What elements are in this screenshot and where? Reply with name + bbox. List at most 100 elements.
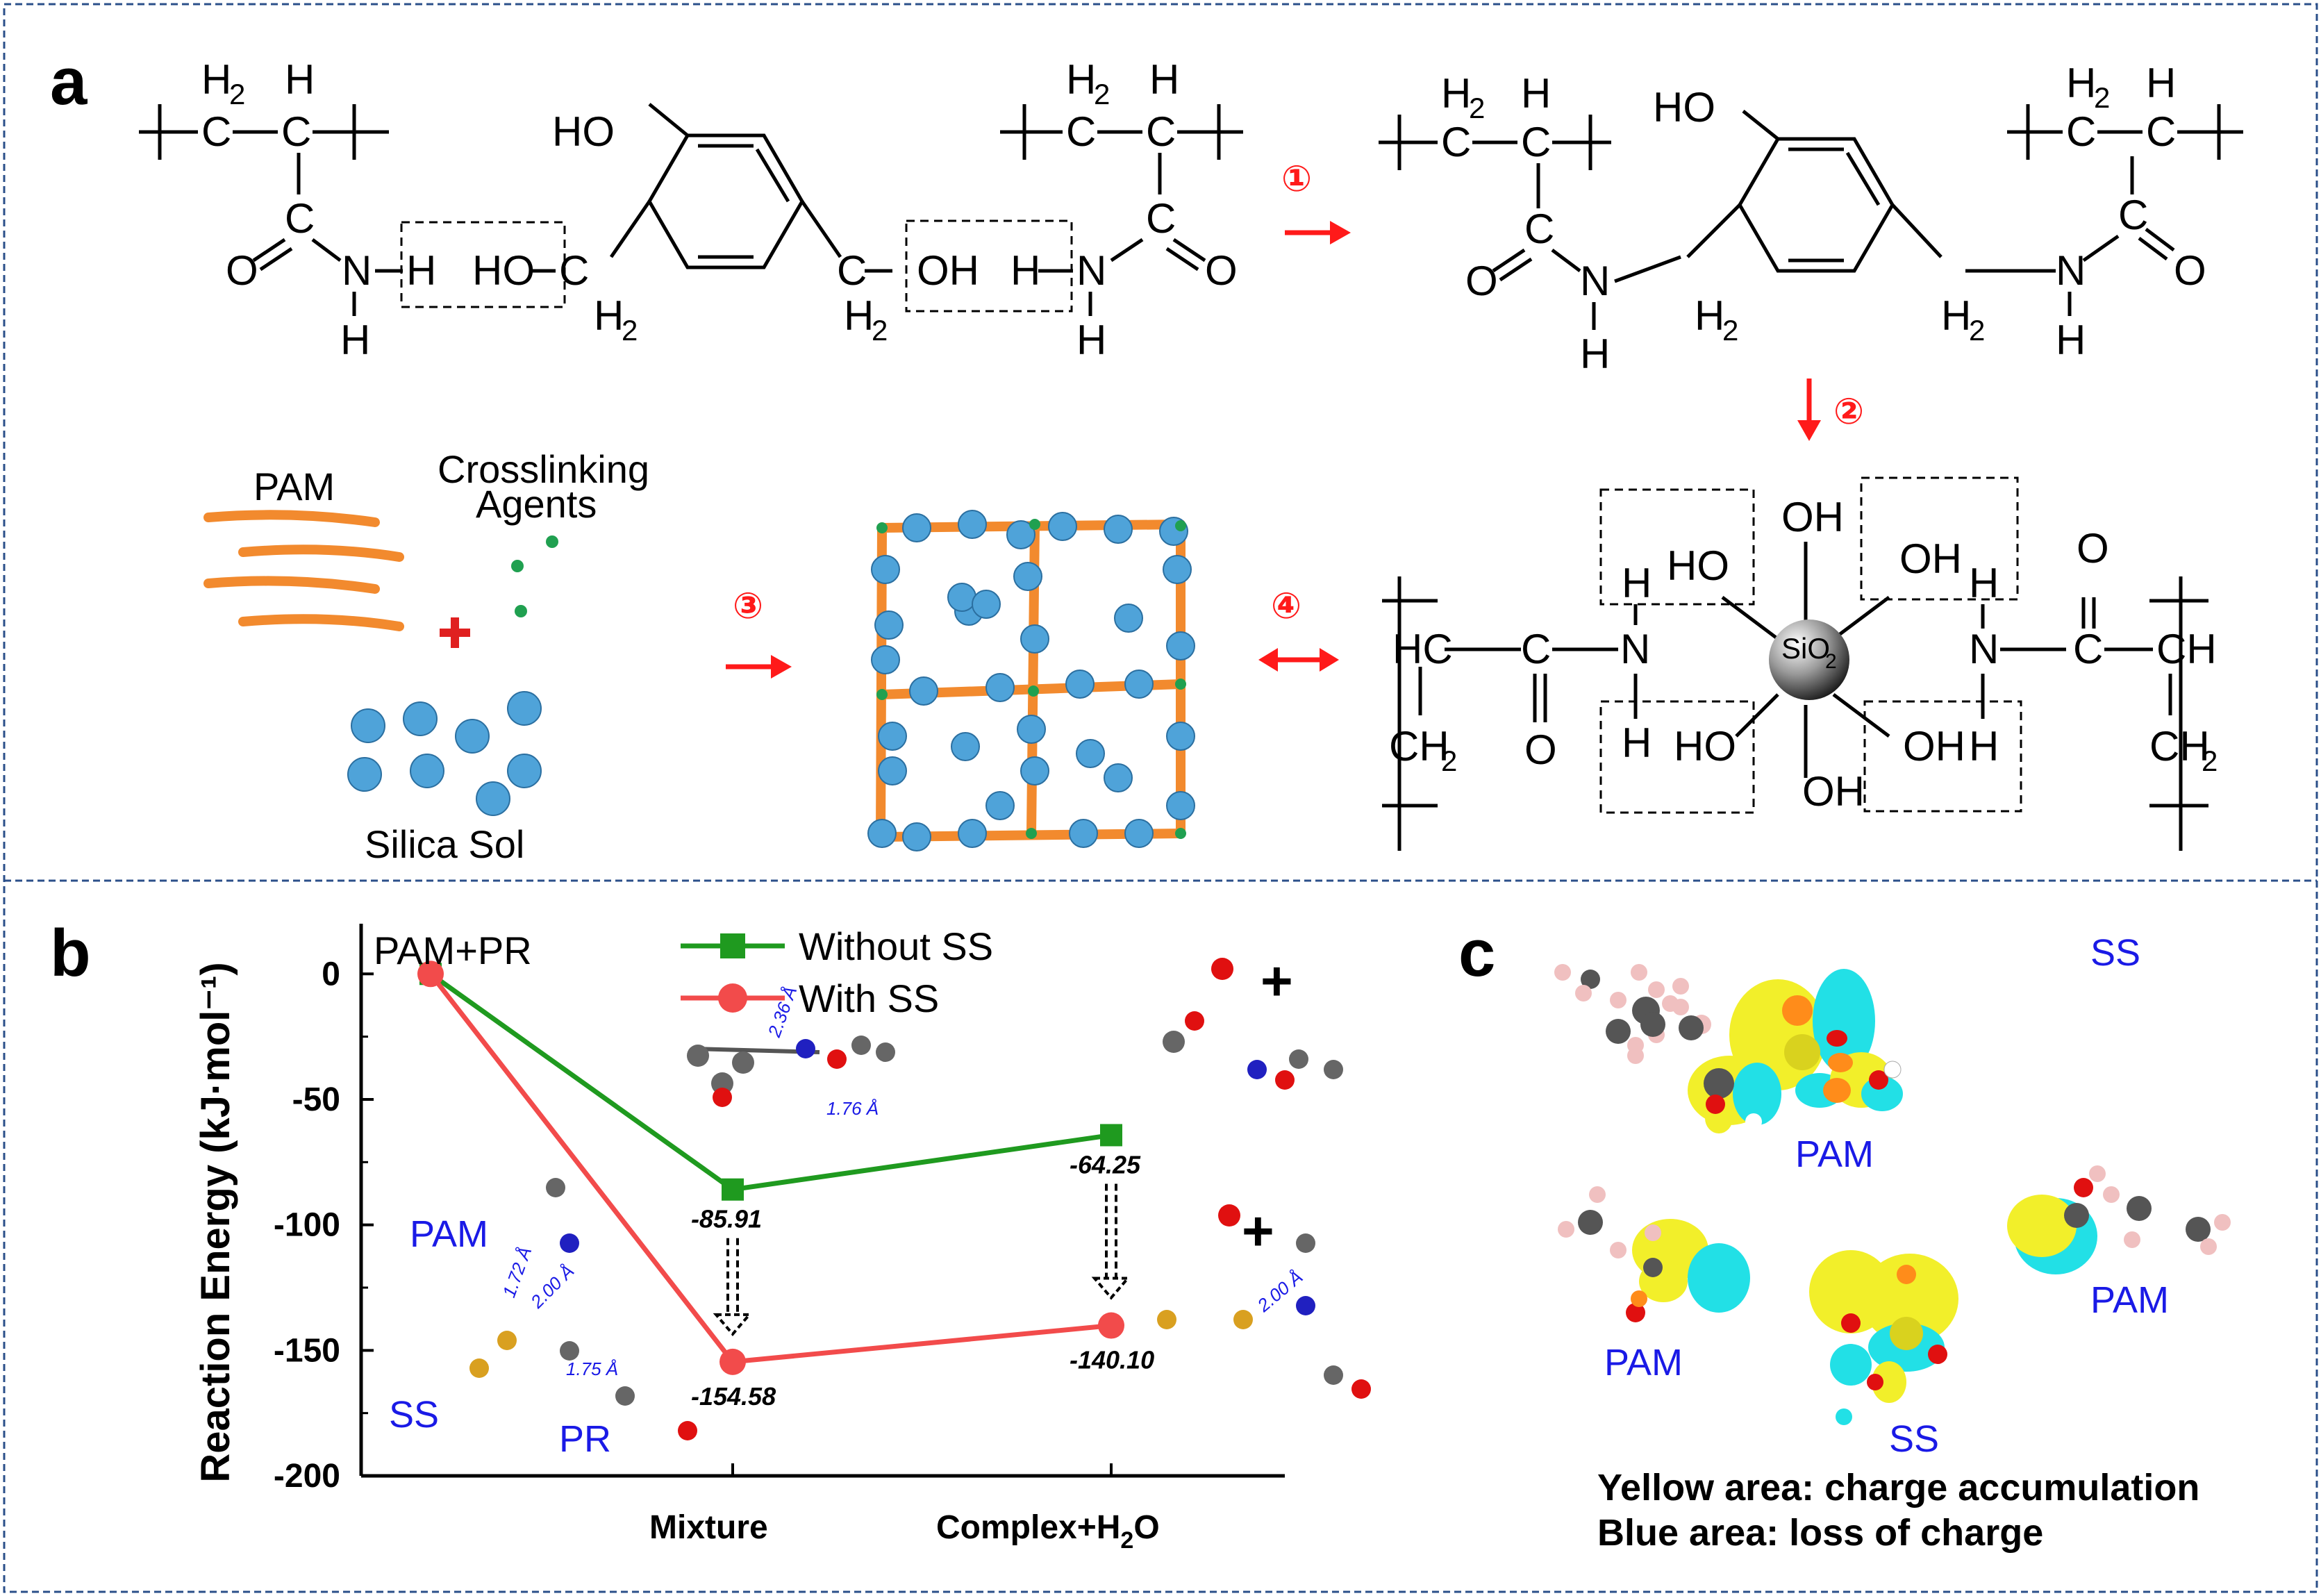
y-axis-label: Reaction Energy (kJ·mol⁻¹) [193, 962, 238, 1482]
svg-text:H: H [406, 247, 436, 294]
data-label-0-1: -85.91 [691, 1205, 762, 1233]
svg-text:C: C [1521, 626, 1551, 672]
svg-text:O: O [2174, 247, 2206, 294]
svg-text:C: C [2066, 108, 2096, 155]
svg-text:H: H [1076, 317, 1106, 363]
svg-text:H: H [1695, 292, 1724, 339]
note-yellow: Yellow area: charge accumulation [1597, 1467, 2199, 1508]
charge-density-render [1554, 964, 2231, 1425]
svg-text:1.72 Å: 1.72 Å [498, 1244, 535, 1300]
svg-text:C: C [2118, 192, 2148, 238]
data-label-0-2: -64.25 [1070, 1150, 1141, 1179]
svg-text:C: C [2073, 626, 2103, 672]
label-ss: SS [389, 1394, 439, 1436]
svg-text:CH: CH [1389, 723, 1449, 770]
svg-text:HO: HO [1653, 84, 1715, 131]
series-point-1-2 [1098, 1312, 1124, 1339]
svg-text:+: + [1261, 950, 1293, 1012]
label-pr: PR [559, 1418, 611, 1460]
legend-marker-1 [718, 983, 747, 1013]
svg-text:N: N [1620, 626, 1650, 672]
svg-text:O: O [1205, 247, 1238, 294]
svg-text:CH: CH [2149, 723, 2210, 770]
step-2-arrow [1797, 379, 1821, 441]
svg-text:CH: CH [2156, 626, 2217, 672]
svg-text:HO: HO [472, 247, 535, 294]
x-tick-mixture: Mixture [649, 1509, 768, 1546]
y-tick-label: -150 [274, 1332, 340, 1369]
panel-c: c [1458, 916, 2231, 1554]
y-tick-label: -200 [274, 1458, 340, 1495]
svg-text:HO: HO [552, 108, 615, 155]
step-4-label: ④ [1271, 585, 1301, 627]
series-point-1-1 [719, 1348, 746, 1375]
svg-text:PAM: PAM [253, 465, 335, 508]
svg-text:Agents: Agents [476, 482, 597, 526]
svg-text:OH: OH [1903, 723, 1965, 770]
svg-text:O: O [1524, 726, 1557, 773]
data-label-1-2: -140.10 [1070, 1346, 1154, 1374]
svg-text:H: H [340, 317, 370, 363]
x-tick-complex: Complex+H2O [936, 1509, 1160, 1554]
svg-text:H: H [2066, 60, 2096, 106]
figure-frame [3, 3, 2318, 1593]
svg-text:O: O [1465, 258, 1498, 304]
svg-text:2: 2 [229, 78, 245, 110]
data-label-1-1: -154.58 [691, 1382, 776, 1411]
series-point-1-0 [417, 961, 444, 988]
transition-arrow-head [1091, 1277, 1131, 1300]
svg-text:N: N [1580, 258, 1610, 304]
phenol-ring-left: HO C H 2 OH H N H [552, 103, 1106, 363]
svg-text:2.36 Å: 2.36 Å [763, 983, 801, 1040]
step-4-arrow [1258, 648, 1339, 672]
svg-text:H: H [1066, 56, 1096, 103]
svg-text:HC: HC [1392, 626, 1453, 672]
y-tick-label: -100 [274, 1207, 340, 1244]
svg-text:O: O [226, 247, 258, 294]
label-ss-top: SS [2090, 932, 2140, 974]
svg-text:HO: HO [1667, 542, 1729, 589]
svg-text:C: C [837, 247, 867, 294]
svg-text:2: 2 [622, 314, 638, 347]
note-blue: Blue area: loss of charge [1597, 1512, 2043, 1554]
svg-text:C: C [1146, 195, 1176, 242]
schematic-pam-strands: PAM [203, 465, 404, 631]
panel-c-letter: c [1458, 916, 1495, 990]
svg-text:H: H [1149, 56, 1179, 103]
panel-b-letter: b [50, 916, 91, 990]
panel-b: b Reaction Energy (kJ·mol⁻¹) 0-50-100-15… [50, 916, 1371, 1554]
label-pam: PAM [410, 1213, 488, 1255]
series-line-0 [429, 972, 1112, 1192]
svg-text:2.00 Å: 2.00 Å [526, 1261, 578, 1313]
svg-text:H: H [1622, 560, 1652, 606]
svg-text:1.76 Å: 1.76 Å [826, 1098, 879, 1119]
svg-text:H: H [1969, 560, 1999, 606]
svg-text:N: N [1076, 247, 1106, 294]
svg-text:C: C [1521, 119, 1551, 165]
svg-text:C: C [559, 247, 589, 294]
svg-text:C: C [2146, 108, 2176, 155]
svg-text:H: H [1941, 292, 1971, 339]
svg-text:OH: OH [1781, 494, 1844, 540]
panel-a-letter: a [50, 44, 88, 119]
svg-text:2: 2 [1441, 745, 1457, 777]
legend-label-1: With SS [799, 976, 939, 1020]
svg-text:2: 2 [1969, 314, 1985, 347]
svg-text:H: H [1010, 247, 1040, 294]
svg-text:2: 2 [1469, 92, 1485, 124]
label-ss-bottom: SS [1889, 1418, 1939, 1460]
reactant-pam-right: H 2 H C C C O [1000, 56, 1243, 294]
svg-text:N: N [342, 247, 372, 294]
svg-text:SiO: SiO [1781, 632, 1830, 665]
svg-text:OH: OH [917, 247, 979, 294]
svg-text:H: H [594, 292, 624, 339]
step-1-label: ① [1281, 158, 1312, 200]
svg-text:C: C [285, 195, 315, 242]
plus-icon [440, 617, 470, 648]
label-pam-mid: PAM [1795, 1133, 1874, 1175]
svg-text:H: H [1622, 720, 1652, 766]
series-point-0-2 [1100, 1124, 1122, 1147]
step-2-label: ② [1833, 391, 1864, 433]
legend-label-0: Without SS [799, 924, 993, 968]
svg-text:N: N [1969, 626, 1999, 672]
